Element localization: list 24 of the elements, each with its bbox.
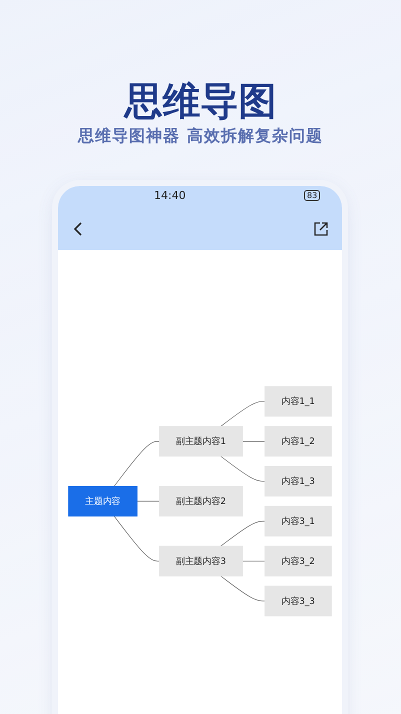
node-box	[159, 546, 243, 576]
node-box	[264, 426, 332, 456]
connector	[220, 576, 266, 602]
title: 思维导图	[122, 78, 278, 125]
connector	[242, 440, 266, 442]
node-box	[159, 486, 243, 516]
connector	[114, 440, 160, 486]
connector	[220, 400, 266, 426]
node-box	[264, 466, 332, 496]
node-box	[264, 586, 332, 616]
connector	[220, 456, 266, 482]
connector	[220, 520, 266, 546]
node-box	[264, 506, 332, 536]
connector	[114, 516, 160, 562]
node-box	[264, 546, 332, 576]
mind-map: 主题内容 副主题内容1 副主题内容2 副主题内容3 内容1_1 内容1_2 内容1_3 内容3_1 内容3_2 内容3_3	[64, 266, 336, 714]
battery-level: 83	[304, 190, 320, 201]
subtitle: 思维导图神器 高效拆解复杂问题	[76, 126, 324, 147]
connector	[242, 560, 266, 562]
node-box	[68, 486, 138, 516]
connector	[136, 500, 160, 502]
node-box	[264, 386, 332, 416]
status-time: 14:40	[154, 189, 186, 202]
node-box	[159, 426, 243, 456]
